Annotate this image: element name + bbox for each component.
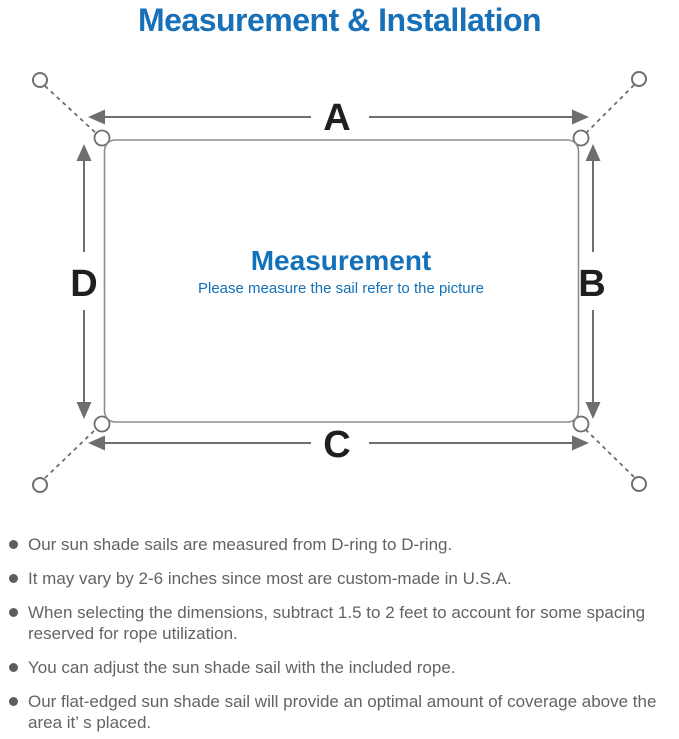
anchor-point-icon [631, 71, 647, 87]
note-text: It may vary by 2-6 inches since most are… [28, 569, 512, 588]
center-subtitle: Please measure the sail refer to the pic… [198, 280, 484, 297]
note-text: Our flat-edged sun shade sail will provi… [28, 692, 657, 732]
d-ring-icon [572, 129, 590, 147]
arrowhead-right-icon [572, 435, 589, 451]
anchor-point-icon [32, 477, 48, 493]
note-text: When selecting the dimensions, subtract … [28, 603, 646, 643]
d-ring-icon [93, 415, 111, 433]
guy-line-bottom-left [44, 427, 98, 479]
bullet-dot-icon [9, 663, 18, 672]
guy-line-top-right [584, 84, 635, 135]
note-text: Our sun shade sails are measured from D-… [28, 535, 453, 554]
d-ring-icon [572, 415, 590, 433]
bullet-dot-icon [9, 574, 18, 583]
center-heading: Measurement [251, 245, 432, 276]
arrowhead-up-icon [76, 144, 92, 161]
arrowhead-right-icon [572, 109, 589, 125]
arrowhead-down-icon [585, 402, 601, 419]
list-item: Our sun shade sails are measured from D-… [9, 534, 669, 555]
arrowhead-up-icon [585, 144, 601, 161]
bullet-dot-icon [9, 608, 18, 617]
sail-outline [103, 139, 580, 423]
note-text: You can adjust the sun shade sail with t… [28, 658, 456, 677]
arrowhead-down-icon [76, 402, 92, 419]
corner-d-rings [93, 129, 590, 433]
guy-line-top-left [44, 85, 98, 135]
guy-line-bottom-right [584, 428, 635, 478]
arrowhead-left-icon [88, 435, 105, 451]
measurement-diagram: A B C D Measurement Please measure the s… [32, 71, 647, 493]
bullet-dot-icon [9, 697, 18, 706]
dimension-label-a: A [323, 97, 350, 139]
anchor-point-icon [631, 476, 647, 492]
anchor-points [32, 71, 647, 493]
list-item: Our flat-edged sun shade sail will provi… [9, 691, 669, 733]
dimension-label-d: D [70, 263, 97, 305]
list-item: It may vary by 2-6 inches since most are… [9, 568, 669, 589]
notes-list: Our sun shade sails are measured from D-… [0, 534, 679, 739]
anchor-point-icon [32, 72, 48, 88]
d-ring-icon [93, 129, 111, 147]
guy-lines [44, 84, 635, 479]
bullet-dot-icon [9, 540, 18, 549]
page-title: Measurement & Installation [137, 2, 542, 38]
list-item: When selecting the dimensions, subtract … [9, 602, 669, 644]
list-item: You can adjust the sun shade sail with t… [9, 657, 669, 678]
dimension-label-c: C [323, 424, 350, 466]
dimension-label-b: B [578, 263, 605, 305]
arrowhead-left-icon [88, 109, 105, 125]
